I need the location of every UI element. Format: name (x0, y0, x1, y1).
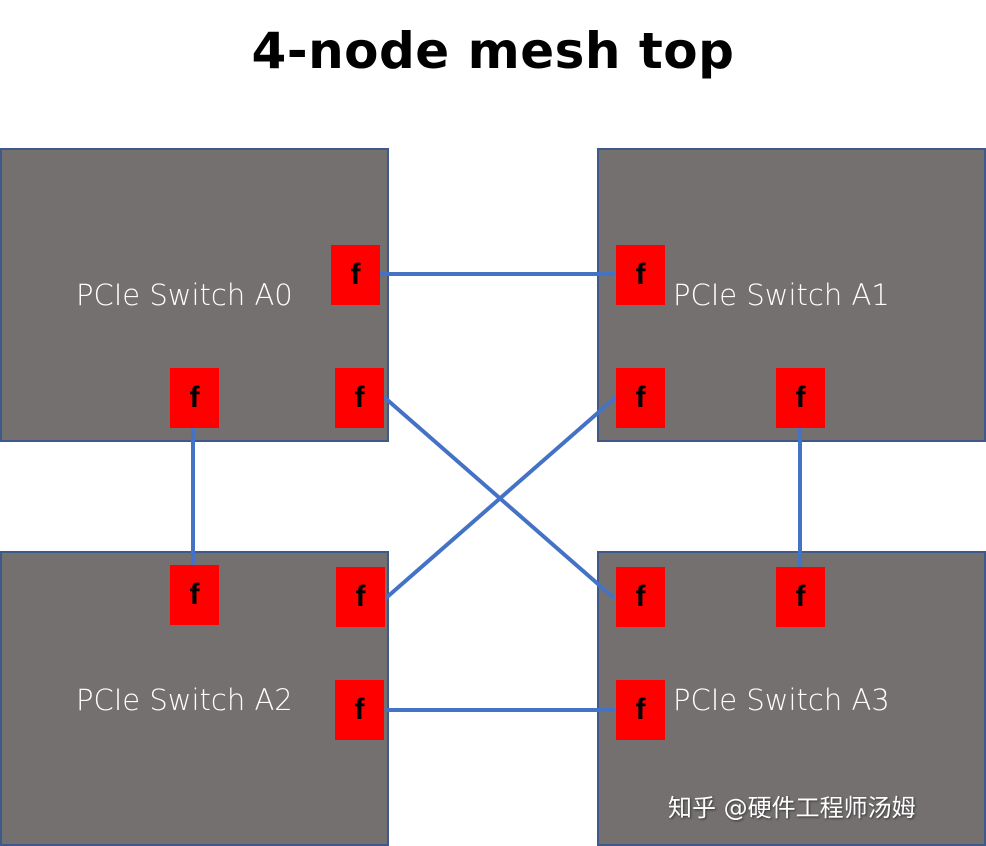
port-a3-diagonal: f (616, 567, 665, 627)
port-a3-north: f (776, 567, 825, 627)
port-a0-south: f (170, 368, 219, 428)
port-a3-west: f (616, 680, 665, 740)
diagram-title: 4-node mesh top (251, 22, 735, 80)
node-a1-label: PCIe Switch A1 (673, 278, 890, 312)
node-a3-label: PCIe Switch A3 (673, 683, 890, 717)
watermark: 知乎 @硬件工程师汤姆 (668, 794, 916, 822)
node-a2-label: PCIe Switch A2 (76, 683, 293, 717)
port-a2-east: f (335, 680, 384, 740)
node-a0-label: PCIe Switch A0 (76, 278, 293, 312)
port-a2-diagonal: f (336, 567, 385, 627)
port-a0-diagonal: f (335, 368, 384, 428)
port-a1-west: f (616, 245, 665, 305)
port-a1-diagonal: f (616, 368, 665, 428)
port-a0-east: f (331, 245, 380, 305)
link-a1-a2 (384, 395, 618, 600)
port-a2-north: f (170, 565, 219, 625)
link-a0-a3 (382, 395, 616, 600)
port-a1-south: f (776, 368, 825, 428)
